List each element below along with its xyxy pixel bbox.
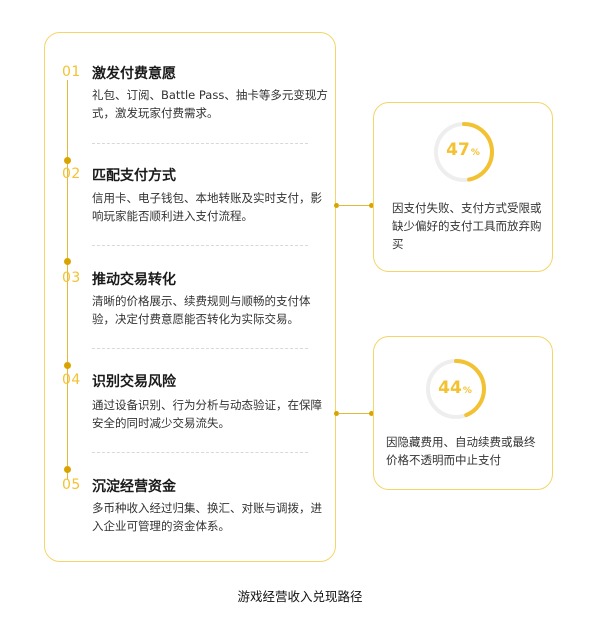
progress-ring-fill (434, 122, 494, 182)
step-number: 01 (62, 64, 81, 80)
stat-card: 47% 因支付失败、支付方式受限或缺少偏好的支付工具而放弃购买 (373, 102, 553, 272)
connector-dot (334, 203, 339, 208)
progress-ring (426, 359, 486, 419)
step-number: 03 (62, 270, 81, 286)
step-description: 礼包、订阅、Battle Pass、抽卡等多元变现方式，激发玩家付费需求。 (92, 88, 328, 120)
connector-dot (369, 411, 374, 416)
step-divider (92, 245, 308, 246)
connector-dot (369, 203, 374, 208)
timeline-dot (64, 466, 71, 473)
step-title: 匹配支付方式 (92, 168, 176, 184)
stat-description: 因隐藏费用、自动续费或最终价格不透明而中止支付 (386, 435, 536, 467)
steps-card (44, 32, 336, 562)
step-number: 05 (62, 477, 81, 493)
stat-description: 因支付失败、支付方式受限或缺少偏好的支付工具而放弃购买 (392, 201, 542, 251)
step-title: 识别交易风险 (92, 374, 176, 390)
step-title: 激发付费意愿 (92, 66, 176, 82)
timeline-dot (64, 362, 71, 369)
connector-line (338, 205, 374, 206)
step-number: 04 (62, 372, 81, 388)
step-divider (92, 348, 308, 349)
step-description: 多币种收入经过归集、换汇、对账与调拨，进入企业可管理的资金体系。 (92, 501, 322, 533)
connector-dot (334, 411, 339, 416)
stat-value: 44% (438, 378, 472, 398)
step-divider (92, 452, 308, 453)
stat-card: 44% 因隐藏费用、自动续费或最终价格不透明而中止支付 (373, 336, 553, 490)
connector-line (338, 413, 374, 414)
step-description: 通过设备识别、行为分析与动态验证，在保障安全的同时减少交易流失。 (92, 398, 322, 430)
step-title: 推动交易转化 (92, 272, 176, 288)
step-description: 信用卡、电子钱包、本地转账及实时支付，影响玩家能否顺利进入支付流程。 (92, 191, 322, 223)
timeline-dot (64, 258, 71, 265)
step-title: 沉淀经营资金 (92, 479, 176, 495)
stat-value: 47% (446, 140, 480, 160)
figure-caption: 游戏经营收入兑现路径 (237, 589, 363, 604)
timeline-line (67, 80, 68, 480)
progress-ring (434, 122, 494, 182)
step-description: 清晰的价格展示、续费规则与顺畅的支付体验，决定付费意愿能否转化为实际交易。 (92, 294, 311, 326)
timeline-dot (64, 157, 71, 164)
progress-ring-fill (426, 359, 486, 419)
step-divider (92, 143, 308, 144)
step-number: 02 (62, 166, 81, 182)
